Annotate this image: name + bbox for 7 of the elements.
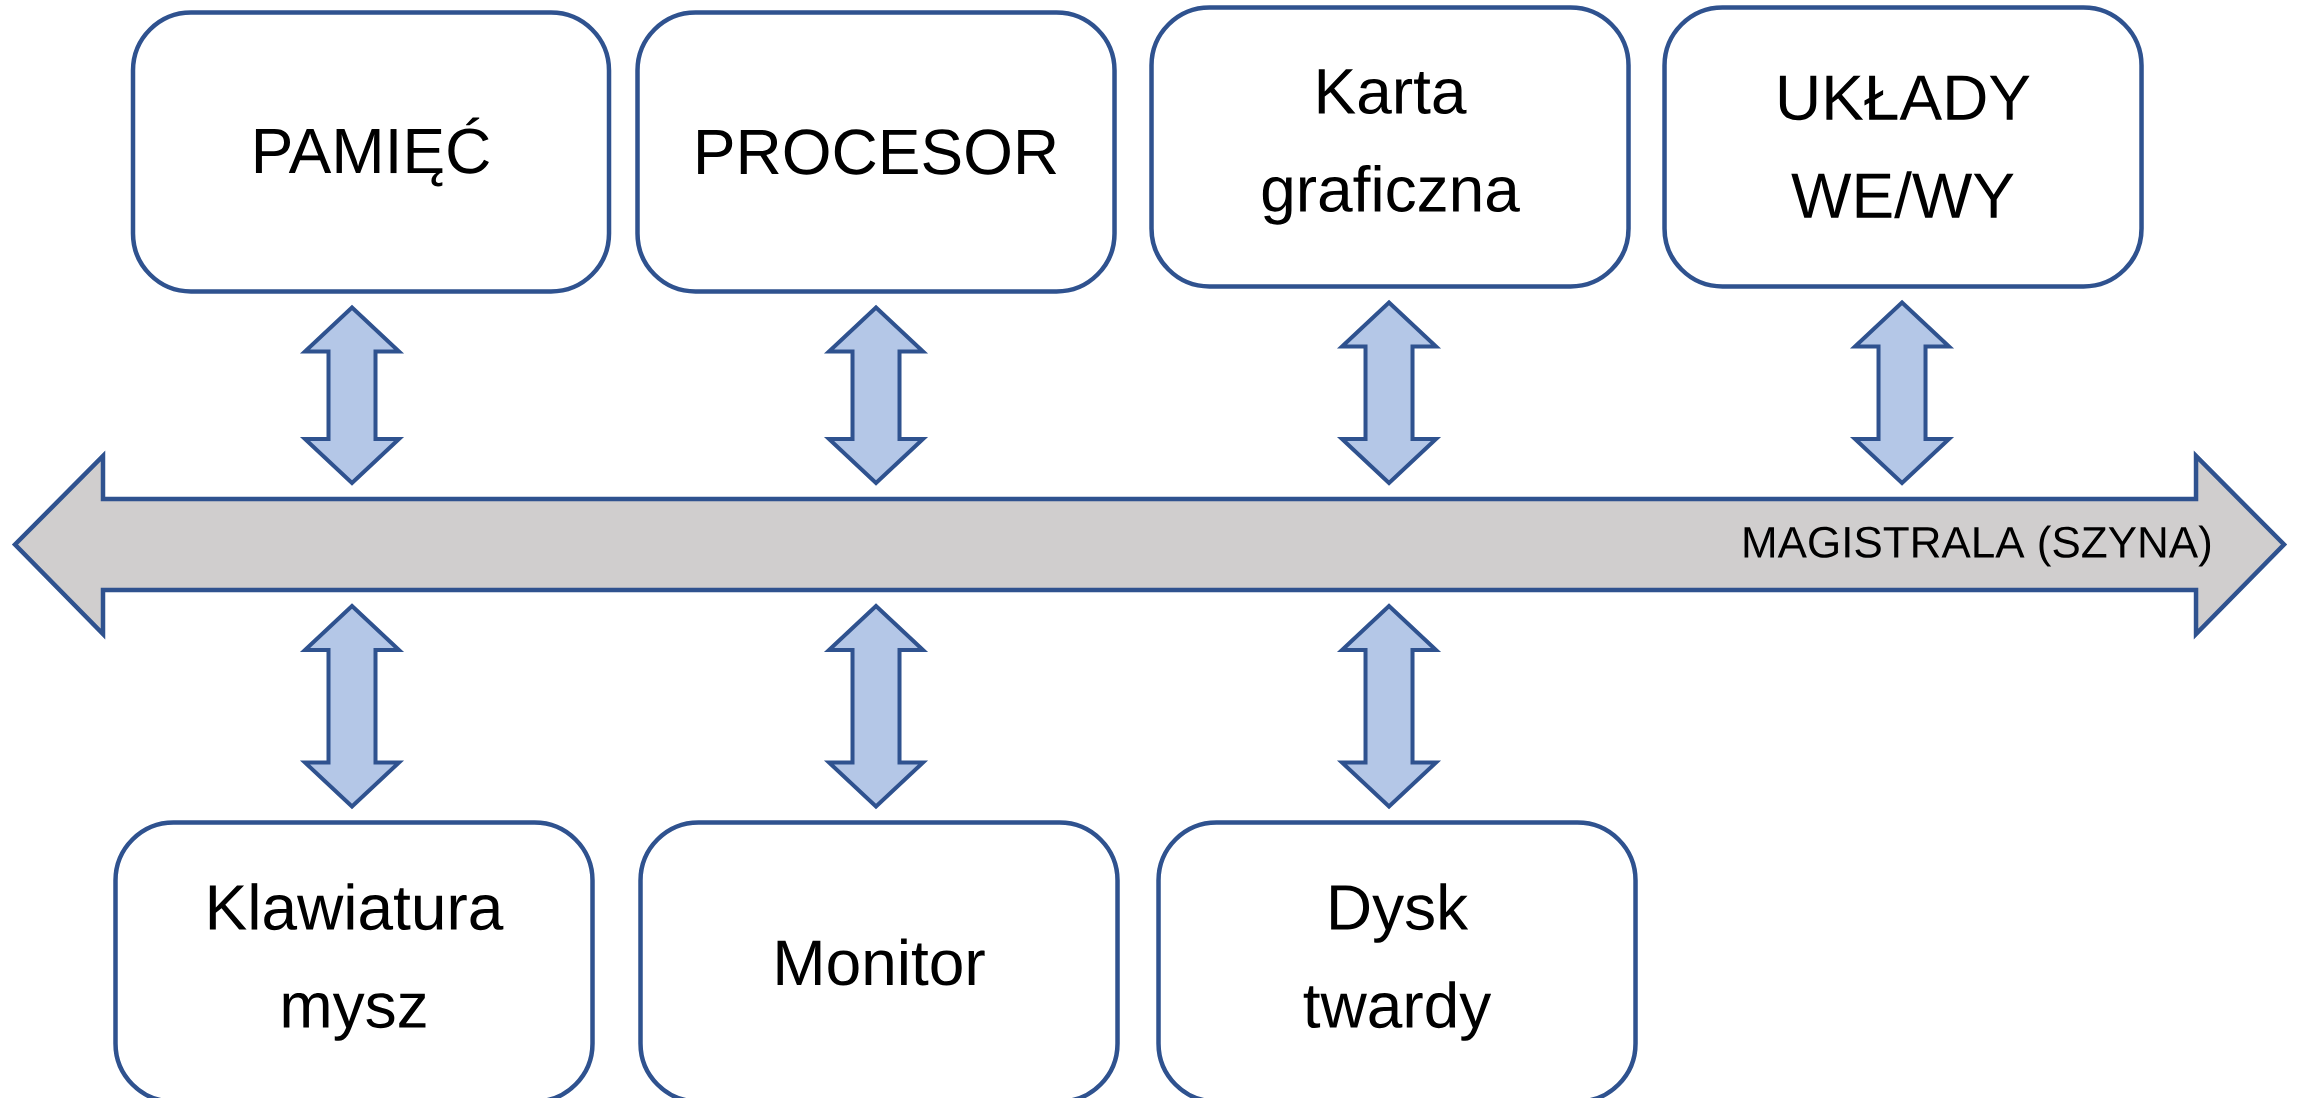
component-box: PAMIĘĆ (130, 10, 612, 294)
component-box: Dysk twardy (1156, 820, 1638, 1098)
component-box: PROCESOR (635, 10, 1117, 294)
component-box: Karta graficzna (1149, 5, 1631, 289)
component-box: Klawiatura mysz (113, 820, 595, 1098)
component-box: UKŁADY WE/WY (1662, 5, 2144, 289)
component-box: Monitor (638, 820, 1120, 1098)
